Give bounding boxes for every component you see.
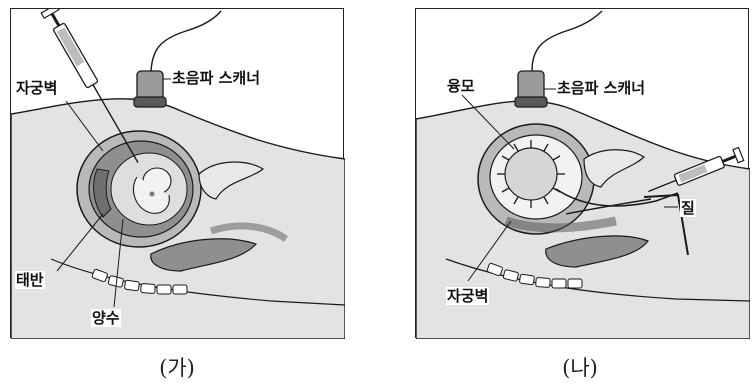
label-chorion: 융모 [446, 77, 476, 95]
caption-panel-b: (나) [520, 352, 640, 382]
fetus-eye [150, 192, 155, 197]
label-vagina: 질 [680, 199, 696, 217]
label-uterine-wall: 자궁벽 [15, 79, 58, 97]
label-scanner: 초음파 스캐너 [171, 69, 261, 87]
caption-panel-a: (가) [117, 352, 237, 382]
amniocentesis-illustration [11, 9, 345, 339]
chorion [505, 148, 557, 200]
panel-amniocentesis: 자궁벽 초음파 스캐너 태반 양수 [10, 8, 344, 338]
panel-chorionic-villus-sampling: 융모 초음파 스캐너 질 자궁벽 [415, 8, 749, 338]
label-scanner: 초음파 스캐너 [556, 79, 646, 97]
label-placenta: 태반 [15, 271, 45, 289]
label-uterine-wall: 자궁벽 [446, 287, 489, 305]
ultrasound-scanner-icon [134, 11, 221, 107]
label-amniotic-fluid: 양수 [91, 309, 121, 327]
